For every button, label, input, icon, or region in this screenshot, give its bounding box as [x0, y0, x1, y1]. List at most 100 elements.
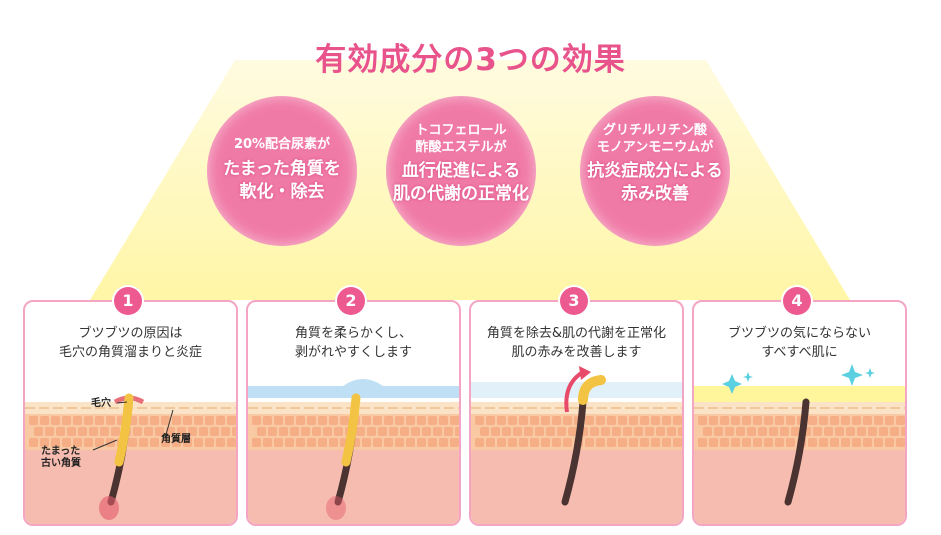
skin-cell — [318, 416, 327, 425]
bubble-tocopherol-main-2: 肌の代謝の正常化 — [393, 184, 529, 204]
skin-cell — [568, 427, 577, 436]
skin-cell — [491, 427, 500, 436]
skin-cell — [629, 416, 638, 425]
skin-cell — [901, 427, 905, 436]
skin-cell — [444, 427, 453, 436]
skin-cell — [144, 427, 153, 436]
skin-cell — [720, 438, 729, 447]
skin-cell — [194, 416, 203, 425]
skin-cell — [73, 438, 82, 447]
skin-cell — [450, 416, 459, 425]
skin-cell — [742, 416, 751, 425]
skin-cell — [775, 416, 784, 425]
skin-cell — [780, 427, 789, 436]
skin-cell — [455, 427, 459, 436]
skin-cell — [656, 427, 665, 436]
skin-cell — [373, 416, 382, 425]
skin-cell — [709, 416, 718, 425]
step-1-text-line-1: ブツブツの原因は — [78, 326, 183, 341]
skin-cell — [199, 427, 208, 436]
skin-cell — [329, 438, 338, 447]
skin-cell — [513, 427, 522, 436]
step-1-text: ブツブツの原因は 毛穴の角質溜まりと炎症 — [25, 324, 236, 362]
skin-cell — [601, 427, 610, 436]
skin-cell — [874, 416, 883, 425]
skin-cell — [764, 438, 773, 447]
skin-illustration-2 — [248, 379, 459, 524]
old-keratin-label-1: たまった — [41, 446, 81, 457]
skin-cell — [95, 438, 104, 447]
sparkle-icon — [722, 364, 875, 394]
skin-illustration-1 — [25, 393, 236, 524]
skin-cell — [268, 427, 277, 436]
skin-cell — [34, 427, 43, 436]
skin-cell — [62, 416, 71, 425]
skin-cell — [406, 438, 415, 447]
skin-cell — [819, 438, 828, 447]
skin-cell — [742, 438, 751, 447]
skin-cell — [177, 427, 186, 436]
skin-cell — [290, 427, 299, 436]
bubble-tocopherol: トコフェロール 酢酸エステルが 血行促進による 肌の代謝の正常化 — [386, 96, 536, 246]
skin-cell — [753, 416, 762, 425]
skin-cell — [439, 416, 448, 425]
step-badge-4: 4 — [783, 287, 811, 315]
skin-cell — [166, 427, 175, 436]
skin-cell — [535, 427, 544, 436]
skin-cell — [450, 438, 459, 447]
skin-cell — [640, 438, 649, 447]
page-title: 有効成分の3つの効果 — [315, 42, 626, 78]
skin-cell — [194, 438, 203, 447]
skin-cell — [439, 438, 448, 447]
step-3-text-line-2: 肌の赤みを改善します — [511, 345, 642, 360]
skin-cell — [618, 438, 627, 447]
skin-cell — [590, 427, 599, 436]
skin-cell — [852, 438, 861, 447]
skin-cell — [400, 427, 409, 436]
skin-cell — [51, 416, 60, 425]
skin-cell — [89, 427, 98, 436]
skin-cell — [307, 416, 316, 425]
skin-cell — [395, 416, 404, 425]
skin-cell — [296, 438, 305, 447]
skin-cell — [100, 427, 109, 436]
skin-cell — [786, 416, 795, 425]
skin-cell — [172, 416, 181, 425]
skin-cell — [40, 416, 49, 425]
skin-cell — [161, 416, 170, 425]
skin-cell — [274, 438, 283, 447]
skin-cell — [356, 427, 365, 436]
skin-cell — [552, 416, 561, 425]
skin-cell — [216, 438, 225, 447]
skin-cell — [607, 438, 616, 447]
skin-cell — [67, 427, 76, 436]
skin-cell — [764, 416, 773, 425]
skin-cell — [205, 416, 214, 425]
skin-cell — [373, 438, 382, 447]
skin-cell — [585, 416, 594, 425]
skin-cell — [486, 416, 495, 425]
skin-cell — [378, 427, 387, 436]
horn-layer-label: 角質層 — [161, 434, 191, 445]
skin-cell — [808, 438, 817, 447]
skin-cell — [720, 416, 729, 425]
skin-cell — [183, 438, 192, 447]
skin-cell — [808, 416, 817, 425]
skin-cell — [417, 438, 426, 447]
skin-cell — [673, 416, 682, 425]
skin-cell — [612, 427, 621, 436]
skin-cell — [307, 438, 316, 447]
skin-cell — [428, 438, 437, 447]
skin-cell — [703, 427, 712, 436]
skin-cell — [150, 416, 159, 425]
skin-cell — [640, 416, 649, 425]
skin-cell — [502, 427, 511, 436]
step-panel-3: 角質を除去&肌の代謝を正常化 肌の赤みを改善します — [469, 300, 684, 526]
skin-cell — [841, 416, 850, 425]
skin-cell — [698, 416, 707, 425]
bubble-urea-main-2: 軟化・除去 — [239, 182, 325, 202]
skin-cell — [758, 427, 767, 436]
skin-cell — [857, 427, 866, 436]
skin-cell — [736, 427, 745, 436]
skin-cell — [879, 427, 888, 436]
